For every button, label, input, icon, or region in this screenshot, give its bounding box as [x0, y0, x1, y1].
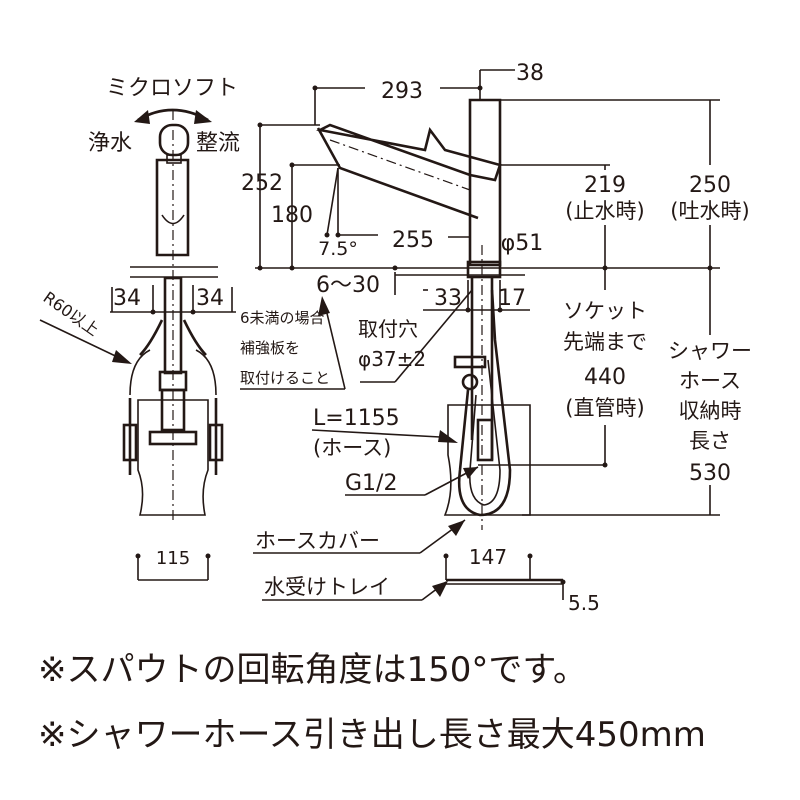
dim-180: 180	[271, 203, 313, 228]
reinforce-note-2: 補強板を	[240, 339, 300, 357]
socket-note-440: 440	[584, 365, 626, 390]
arrow-right-icon	[194, 110, 212, 124]
reinforce-note-3: 取付けること	[240, 369, 330, 387]
hose-cover-label: ホースカバー	[255, 529, 380, 553]
counter-thickness: 6～30	[316, 273, 380, 298]
hole-size: φ37±2	[358, 347, 426, 371]
hose-label: (ホース)	[313, 436, 391, 460]
thread-size: G1/2	[345, 471, 397, 496]
dim-255: 255	[392, 228, 434, 253]
dim-phi51: φ51	[501, 231, 544, 256]
note-hose-length: ※シャワーホース引き出し長さ最大450mm	[38, 715, 706, 755]
hose-stored-note-1: シャワー	[668, 339, 752, 363]
hose-stored-note-2: ホース	[679, 369, 741, 393]
reinforce-note-1: 6未満の場合	[240, 309, 325, 327]
mode-purified: 浄水	[88, 131, 132, 156]
dim-tray-115: 115	[156, 548, 190, 569]
dim-5-5: 5.5	[568, 591, 600, 615]
dim-33: 33	[434, 286, 462, 311]
hose-stored-note-530: 530	[689, 461, 731, 486]
dim-250: 250	[689, 173, 731, 198]
spout-height-note: (吐水時)	[670, 199, 749, 223]
socket-note-2: 先端まで	[563, 330, 647, 354]
front-view	[39, 108, 236, 581]
arrow-left-icon	[134, 110, 150, 124]
hose-length: L=1155	[313, 406, 400, 431]
tray-label: 水受けトレイ	[264, 575, 390, 599]
dim-17: 17	[498, 286, 526, 311]
angle-7-5: 7.5°	[318, 238, 358, 260]
hole-label: 取付穴	[358, 317, 418, 341]
radius-note: R60以上	[40, 288, 103, 340]
hose-stored-note-3: 収納時	[679, 399, 742, 423]
dim-right-34: 34	[196, 286, 224, 311]
dim-219: 219	[584, 173, 626, 198]
socket-note-1: ソケット	[563, 299, 647, 323]
note-spout-rotation: ※スパウトの回転角度は150°です。	[38, 650, 587, 690]
hose-stored-note-4: 長さ	[689, 429, 731, 453]
faucet-body-front	[155, 158, 190, 257]
dim-left-34: 34	[113, 286, 141, 311]
socket-note-4: (直管時)	[565, 396, 644, 420]
dim-252: 252	[241, 171, 283, 196]
dim-38: 38	[516, 61, 544, 86]
lever-label: ミクロソフト	[106, 76, 238, 101]
mode-regulated: 整流	[196, 131, 240, 156]
stop-height-note: (止水時)	[565, 199, 644, 223]
side-view	[240, 69, 720, 601]
lever	[158, 123, 190, 157]
dim-147: 147	[469, 545, 507, 569]
dim-293: 293	[381, 79, 423, 104]
